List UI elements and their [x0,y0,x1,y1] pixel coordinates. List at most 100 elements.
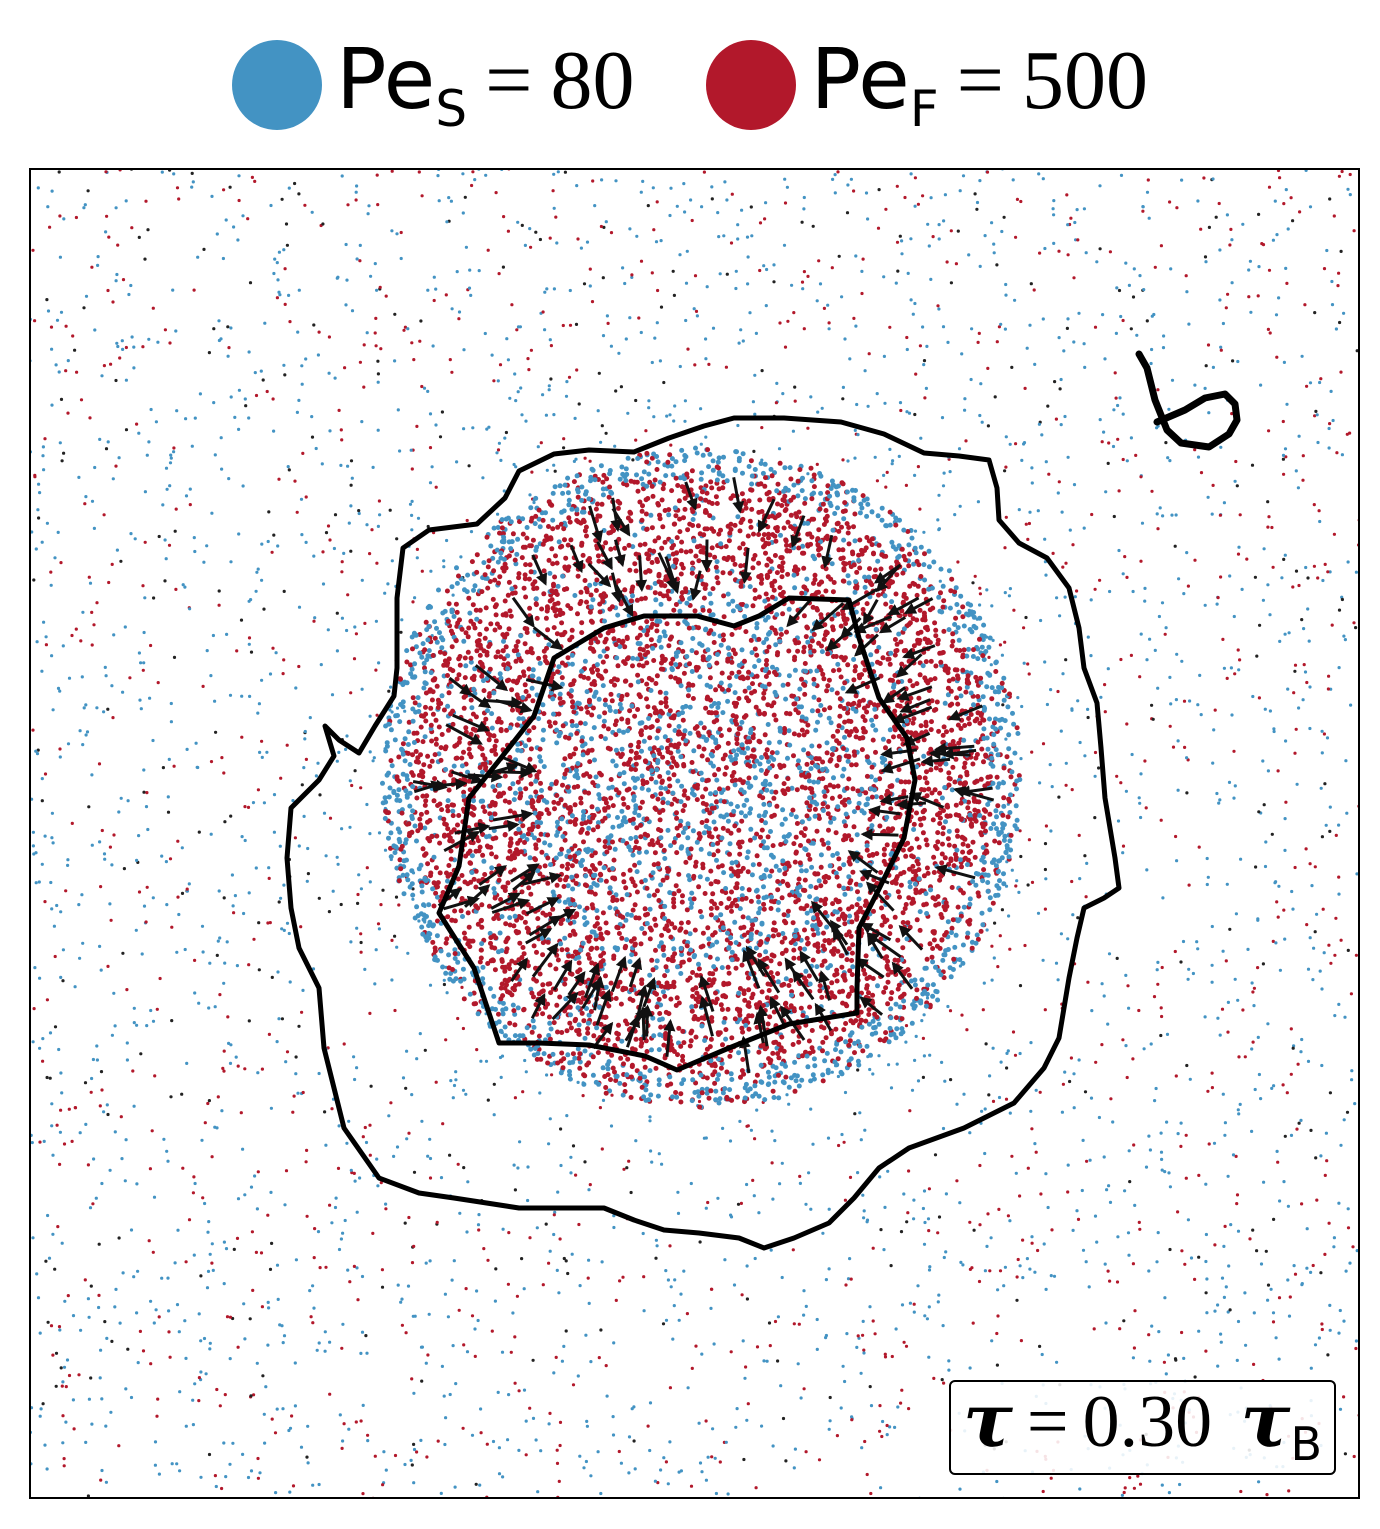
particle [677,1470,681,1474]
particle [1136,1474,1140,1478]
particle [1173,544,1177,548]
particle [859,1371,863,1375]
particle [1337,608,1342,612]
particle [547,842,553,848]
particle [860,269,864,273]
particle [1124,1044,1128,1048]
particle [78,1131,82,1135]
particle [758,221,763,225]
particle [1267,268,1272,272]
particle [269,1106,273,1110]
particle [272,793,277,797]
particle [1264,840,1268,844]
particle [106,964,110,969]
particle [55,318,60,322]
particle [878,1429,882,1433]
particle [426,389,430,393]
particle [1251,990,1255,994]
particle [534,1438,538,1442]
particle [898,882,904,888]
particle [120,1157,124,1161]
particle [792,1466,796,1470]
particle [1059,932,1063,936]
particle [895,240,900,244]
particle [710,1287,714,1291]
particle [1050,785,1054,789]
particle [209,832,213,836]
particle [273,1431,278,1435]
particle [208,1252,212,1256]
particle [792,1322,796,1326]
particle [219,436,223,440]
particle [270,1417,274,1421]
particle [401,1076,406,1080]
particle [51,1153,55,1157]
particle [921,325,925,329]
particle [412,358,416,362]
particle [90,843,94,847]
particle [228,185,232,189]
particle [184,1424,188,1428]
particle [664,1318,669,1322]
particle [64,1385,68,1389]
particle [166,1159,170,1163]
particle [300,783,304,787]
particle [960,352,964,356]
particle [765,1021,771,1027]
particle [625,1166,629,1170]
particle [893,546,899,552]
particle [237,198,241,203]
particle [1207,411,1211,415]
particle [410,467,414,471]
particle [1197,1173,1201,1177]
particle [927,1305,931,1309]
particle [847,968,853,974]
particle [983,1107,987,1111]
particle [704,357,708,361]
particle [1083,365,1087,369]
particle [219,337,223,341]
particle [265,389,269,394]
particle [673,459,679,465]
particle [528,227,532,231]
particle [263,1441,267,1445]
particle [425,861,431,867]
particle [240,735,244,739]
particle [1204,1259,1208,1264]
particle [153,1074,157,1078]
particle [764,201,768,205]
particle [913,176,918,180]
particle [843,337,847,341]
particle [1248,259,1252,263]
particle [1147,1269,1151,1273]
particle [1076,916,1080,920]
particle [137,431,141,435]
particle [740,541,746,547]
particle [225,1315,230,1319]
particle [774,401,779,405]
particle [314,446,318,451]
particle [422,825,428,831]
particle [1326,687,1330,691]
particle [277,900,281,904]
particle [985,170,990,174]
particle [276,970,280,974]
particle [743,895,749,901]
particle [1019,757,1023,761]
particle [668,1386,673,1390]
particle [346,1268,350,1272]
particle [1156,960,1160,965]
particle [548,1411,552,1415]
particle [925,996,930,1000]
particle [451,1344,455,1348]
particle [442,565,446,569]
particle [1305,1227,1309,1231]
particle [654,622,660,628]
particle [524,1419,528,1423]
particle [461,1426,465,1430]
particle [698,1461,703,1465]
particle [475,921,481,927]
particle [1274,1336,1278,1340]
particle [1284,800,1288,804]
particle [1287,1314,1292,1318]
